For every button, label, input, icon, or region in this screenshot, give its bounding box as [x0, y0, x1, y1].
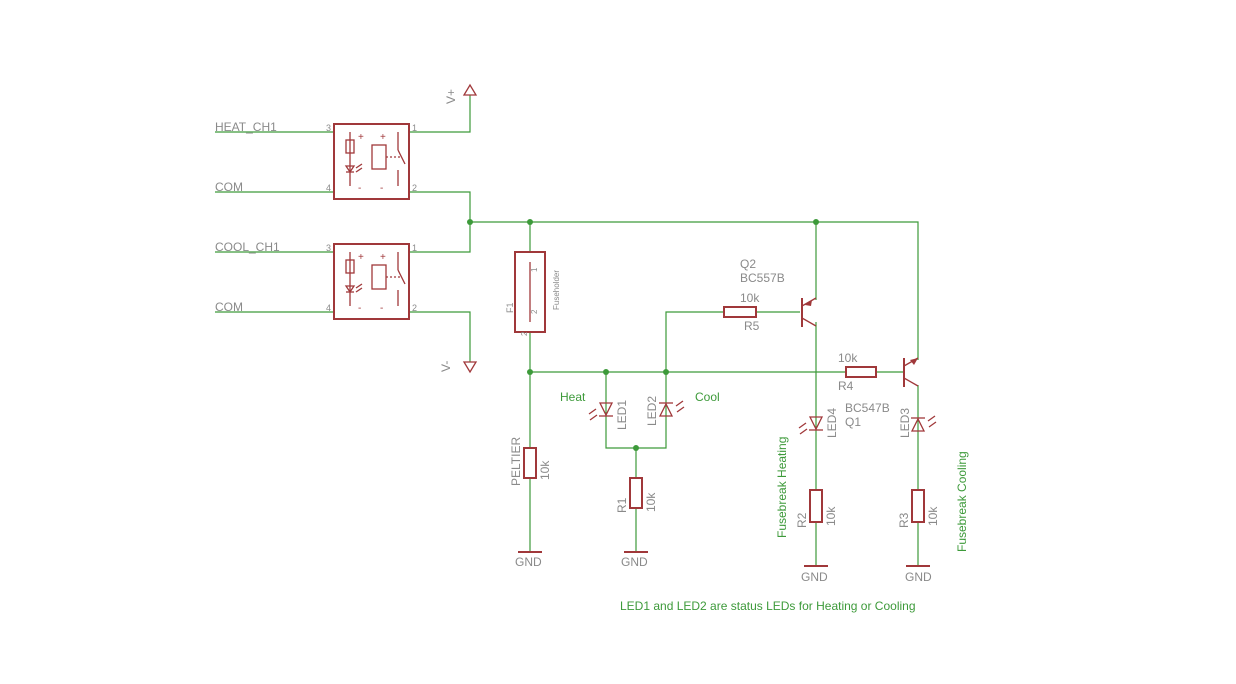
fuse-f1: 1 2 2 F1 Fuseholder	[505, 251, 561, 336]
led-2: LED2 Cool	[645, 390, 720, 426]
relay-2-pin-3: 3	[326, 243, 331, 253]
peltier-value: 10k	[538, 460, 552, 480]
resistor-r5: 10k R5	[723, 291, 760, 333]
junction	[467, 219, 473, 225]
r1-value: 10k	[644, 492, 658, 512]
fuse-package: Fuseholder	[552, 270, 561, 310]
transistor-q2: Q2 BC557B	[740, 257, 817, 327]
gnd-symbol-2: GND	[621, 551, 648, 569]
relay-1-pin-3: 3	[326, 123, 331, 133]
relay-1-pin-4: 4	[326, 183, 331, 193]
relay-1-pin-2: 2	[412, 183, 417, 193]
q2-name: Q2	[740, 257, 756, 271]
q1-arrow	[910, 358, 918, 365]
q1-name: Q1	[845, 415, 861, 429]
led4-label: Fusebreak Heating	[775, 437, 789, 538]
relay-2-minus-out: -	[380, 303, 383, 314]
r4-name: R4	[838, 379, 854, 393]
relay-2-pin-2: 2	[412, 303, 417, 313]
r2-value: 10k	[824, 506, 838, 526]
junction	[663, 369, 669, 375]
peltier-name: PELTIER	[509, 437, 523, 486]
q2-value: BC557B	[740, 271, 785, 285]
q2-arrow	[805, 300, 812, 306]
resistor-r4: 10k R4	[838, 351, 877, 393]
resistor-r1: R1 10k	[615, 477, 658, 513]
led2-name: LED2	[645, 396, 659, 426]
led2-label: Cool	[695, 390, 720, 404]
vplus-symbol: V+	[444, 83, 478, 104]
vminus-label: V-	[439, 361, 453, 372]
resistor-r3: R3 10k	[897, 489, 940, 528]
relay-2-pin-1: 1	[412, 243, 417, 253]
relay-1: 3 4 1 2 + + - -	[326, 123, 417, 200]
relay-2-plus-out: +	[380, 252, 386, 263]
junction	[527, 219, 533, 225]
net-label-heat-ch1: HEAT_CH1	[215, 120, 277, 134]
gnd-label-2: GND	[621, 555, 648, 569]
wires	[215, 95, 919, 566]
led4-name: LED4	[825, 408, 839, 438]
junction	[603, 369, 609, 375]
transistor-q1: BC547B Q1	[845, 357, 919, 429]
relay-2-pin-4: 4	[326, 303, 331, 313]
r3-value: 10k	[926, 506, 940, 526]
junction	[813, 219, 819, 225]
status-led-note: LED1 and LED2 are status LEDs for Heatin…	[620, 599, 916, 613]
vminus-symbol: V-	[439, 361, 478, 374]
led1-name: LED1	[615, 400, 629, 430]
led-1: LED1 Heat	[560, 390, 629, 430]
wire-top-rail	[470, 221, 919, 360]
led3-name: LED3	[898, 408, 912, 438]
junctions	[467, 219, 819, 451]
r5-value: 10k	[740, 291, 760, 305]
r2-name: R2	[795, 512, 809, 528]
r1-name: R1	[615, 497, 629, 513]
relay-2-minus-in: -	[358, 303, 361, 314]
fuse-pin-2b: 2	[520, 331, 529, 336]
relay-2: 3 4 1 2 + + - -	[326, 243, 417, 320]
fuse-pin-2: 2	[530, 309, 539, 314]
q1-value: BC547B	[845, 401, 890, 415]
gnd-symbol-3: GND	[801, 565, 828, 584]
net-label-com-2: COM	[215, 300, 243, 314]
fuse-name: F1	[505, 302, 515, 313]
gnd-label-3: GND	[801, 570, 828, 584]
r4-value: 10k	[838, 351, 858, 365]
relay-1-minus-in: -	[358, 183, 361, 194]
gnd-symbol-1: GND	[515, 551, 542, 569]
wire-vminus	[409, 311, 471, 362]
led1-label: Heat	[560, 390, 586, 404]
junction	[527, 369, 533, 375]
gnd-label-4: GND	[905, 570, 932, 584]
r3-name: R3	[897, 512, 911, 528]
r5-name: R5	[744, 319, 760, 333]
wire-r5-left	[665, 311, 724, 372]
wire-relay-link	[409, 191, 471, 253]
vplus-label: V+	[444, 89, 458, 104]
gnd-label-1: GND	[515, 555, 542, 569]
led-4: LED4 Fusebreak Heating	[775, 408, 839, 538]
relay-2-plus-in: +	[358, 252, 364, 263]
net-label-com-1: COM	[215, 180, 243, 194]
junction	[633, 445, 639, 451]
relay-1-plus-out: +	[380, 132, 386, 143]
wire-vplus	[409, 95, 471, 133]
net-label-cool-ch1: COOL_CH1	[215, 240, 280, 254]
relay-1-minus-out: -	[380, 183, 383, 194]
gnd-symbol-4: GND	[905, 565, 932, 584]
fuse-pin-1: 1	[530, 267, 539, 272]
resistor-peltier: PELTIER 10k	[509, 437, 552, 486]
relay-1-pin-1: 1	[412, 123, 417, 133]
led-3: LED3 Fusebreak Cooling	[898, 408, 969, 552]
led3-label: Fusebreak Cooling	[955, 451, 969, 552]
relay-1-plus-in: +	[358, 132, 364, 143]
resistor-r2: R2 10k	[795, 489, 838, 528]
